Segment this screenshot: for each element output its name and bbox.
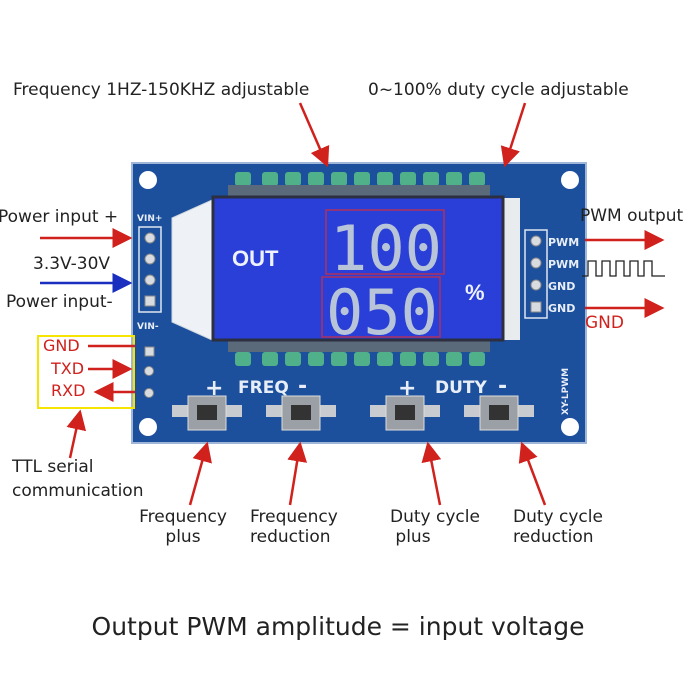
frequency-range-label: Frequency 1HZ-150KHZ adjustable — [13, 80, 310, 100]
voltage-range-label: 3.3V-30V — [33, 254, 111, 274]
pin-label-pwm-1: PWM — [548, 236, 579, 249]
power-pins[interactable] — [144, 232, 156, 307]
lcd-pins — [235, 172, 485, 366]
ttl-txd-label: TXD — [51, 359, 85, 378]
lcd-screen — [211, 195, 505, 342]
model-silk: XY-LPWM — [561, 368, 571, 415]
lcd-duty-value: 050 — [326, 276, 438, 349]
duty-silk: DUTY — [435, 378, 488, 398]
pwm-output-pins[interactable] — [530, 235, 542, 313]
power-minus-label: Power input- — [6, 292, 113, 312]
vin-plus-silk: VIN+ — [137, 214, 162, 224]
pin-label-pwm-2: PWM — [548, 258, 579, 271]
duty-plus-silk: + — [398, 376, 416, 401]
mounting-holes — [139, 171, 579, 436]
freq-silk: FREQ — [238, 378, 289, 398]
pin-label-gnd-1: GND — [548, 280, 575, 293]
power-plus-label: Power input + — [0, 207, 119, 227]
ttl-label-line1: TTL serial — [12, 457, 94, 477]
duty-range-label: 0~100% duty cycle adjustable — [368, 80, 629, 100]
buttons[interactable] — [172, 395, 534, 431]
freq-plus-silk: + — [205, 376, 223, 401]
lcd-percent-unit: % — [465, 280, 485, 305]
vin-minus-silk: VIN- — [137, 322, 159, 332]
freq-minus-silk: - — [298, 374, 307, 399]
pwm-waveform-icon — [582, 260, 665, 277]
annotation-arrows — [40, 102, 665, 506]
pin-label-gnd-2: GND — [548, 302, 575, 315]
ttl-pins[interactable] — [144, 346, 155, 398]
ttl-highlight-box — [37, 335, 135, 409]
lcd-frequency-value: 100 — [330, 212, 442, 285]
lcd-out-label: OUT — [232, 246, 279, 271]
ttl-label-line2: communication — [12, 481, 144, 501]
duty-plus-caption: Duty cycle plus — [390, 507, 480, 548]
duty-minus-silk: - — [498, 374, 507, 399]
footer-note: Output PWM amplitude = input voltage — [91, 612, 585, 641]
ttl-rxd-label: RXD — [51, 381, 86, 400]
pwm-output-label: PWM output — [580, 206, 684, 226]
ttl-gnd-label: GND — [43, 336, 80, 355]
gnd-output-label: GND — [585, 313, 624, 333]
